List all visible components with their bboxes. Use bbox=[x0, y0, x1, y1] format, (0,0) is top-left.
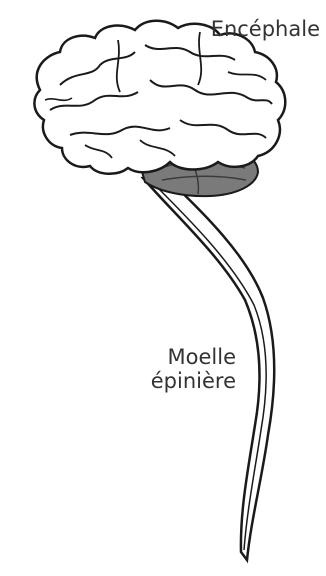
cerebrum bbox=[34, 21, 285, 174]
spinal-cord-label-line2: épinière bbox=[140, 369, 236, 393]
spinal-cord-label: Moelle épinière bbox=[140, 345, 236, 393]
brain-label: Encéphale bbox=[211, 17, 320, 41]
spinal-cord-label-line1: Moelle bbox=[140, 345, 236, 369]
